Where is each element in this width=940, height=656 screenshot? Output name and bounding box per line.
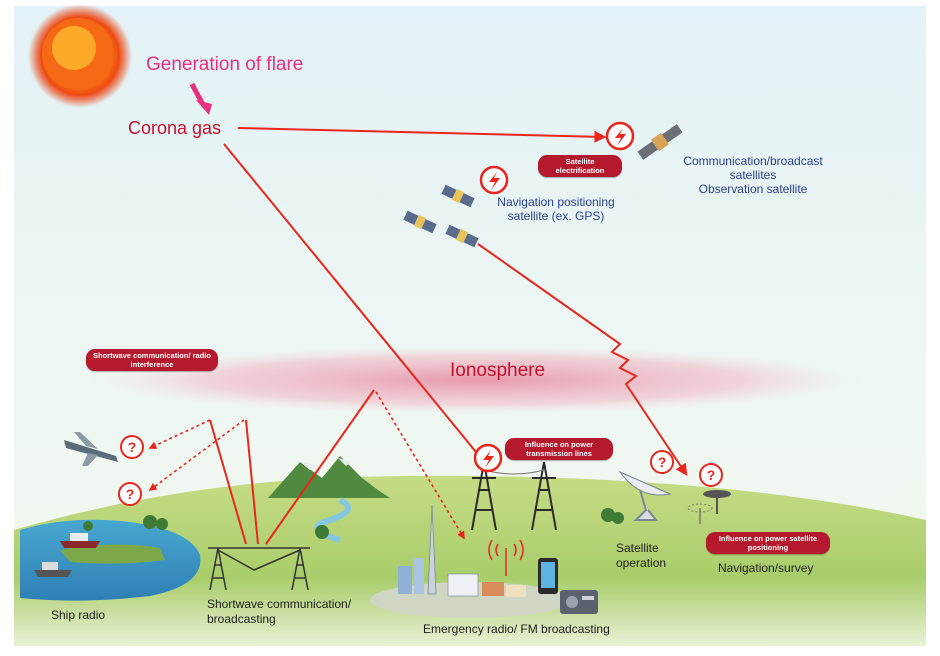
lightning-warning-icon (473, 443, 503, 473)
sea-bay (20, 519, 201, 601)
svg-text:?: ? (128, 439, 137, 455)
airplane-icon (64, 432, 118, 466)
ionosphere-band (90, 346, 860, 414)
shortwave-antenna-towers (208, 547, 310, 591)
satellite-icon (403, 184, 479, 248)
power-transmission-tag: Influence on power transmission lines (505, 438, 613, 460)
observation-satellite-label: Observation satellite (698, 182, 808, 196)
emergency-radio-label: Emergency radio/ FM broadcasting (423, 622, 610, 636)
comm-broadcast-satellites-label: Communication/broadcast satellites (683, 154, 823, 182)
satellite-electrification-tag: Satellite electrification (538, 155, 622, 177)
power-satellite-positioning-tag: Influence on power satellite positioning (706, 532, 830, 554)
svg-text:?: ? (126, 486, 135, 502)
shortwave-ray-1 (209, 419, 247, 545)
shortwave-ray-2 (245, 419, 259, 545)
svg-text:?: ? (707, 467, 716, 483)
arrow-gps-to-survey (477, 243, 688, 476)
sun-icon (28, 4, 132, 108)
antenna-icon (488, 539, 524, 576)
navigation-survey-label: Navigation/survey (718, 561, 814, 575)
navigation-satellite-label: Navigation positioning satellite (ex. GP… (497, 195, 615, 223)
ground (14, 475, 926, 646)
arrow-corona-to-powerlines (223, 143, 477, 453)
svg-text:?: ? (658, 454, 667, 470)
flare-arrowhead (196, 100, 212, 115)
lightning-warning-icon (605, 121, 635, 151)
shortwave-broadcasting-label: Shortwave communication/ broadcasting (207, 597, 352, 626)
shortwave-interference-tag: Shortwave communication/ radio interfere… (86, 349, 218, 371)
comm-satellite-icon (637, 124, 683, 160)
ship-icon (34, 533, 100, 577)
trees (83, 508, 624, 539)
mountains (268, 456, 390, 498)
radio-icon (560, 590, 598, 614)
survey-antenna-icon (687, 490, 731, 524)
arrow-corona-to-satellite (237, 127, 607, 143)
dotted-arrows (148, 391, 465, 540)
satellite-dish-icon (618, 470, 672, 521)
smartphone-icon (538, 558, 558, 594)
ionosphere-label: Ionosphere (450, 360, 546, 381)
effect-arrows (209, 127, 688, 545)
corona-gas-label: Corona gas (128, 118, 222, 138)
city-buildings (370, 504, 570, 618)
lightning-warning-icon (479, 165, 509, 195)
shortwave-ray-3 (265, 389, 375, 545)
ship-radio-label: Ship radio (51, 608, 106, 622)
question-mark-icon: ? ? ? ? (118, 435, 723, 506)
satellite-operation-label: Satellite operation (616, 541, 667, 570)
generation-of-flare-label: Generation of flare (146, 54, 304, 75)
